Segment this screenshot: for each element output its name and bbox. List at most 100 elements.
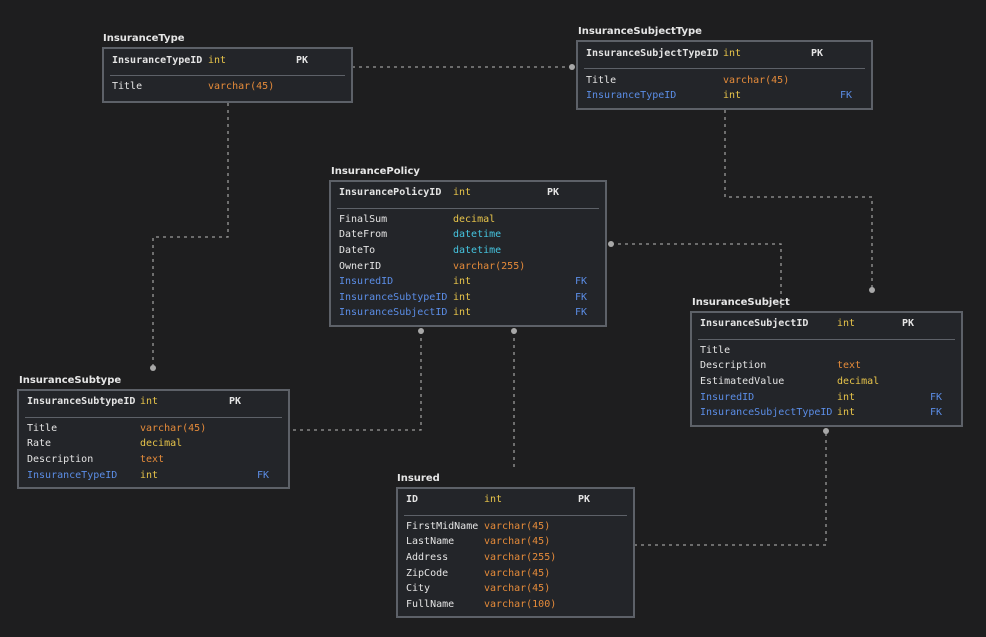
- column-type: datetime: [453, 229, 502, 240]
- table-insurance-policy[interactable]: InsurancePolicyID int PK FinalSum decima…: [329, 180, 607, 327]
- link-insured-insurancesubject: [634, 431, 827, 546]
- column-name: ZipCode: [406, 568, 449, 579]
- pk-badge: PK: [547, 187, 560, 198]
- column-name: Address: [406, 552, 449, 563]
- column-name: LastName: [406, 536, 455, 547]
- column-name: InsuranceSubjectID: [700, 318, 809, 329]
- column-name: InsuranceSubjectID: [339, 307, 448, 318]
- column-name: InsuranceTypeID: [112, 55, 203, 66]
- column-name: Description: [27, 454, 94, 465]
- link-insurancesubjecttype-insurancesubject: [724, 110, 873, 290]
- divider: [337, 208, 599, 209]
- divider: [698, 339, 955, 340]
- column-name: City: [406, 583, 431, 594]
- column-type: int: [837, 407, 856, 418]
- column-type: int: [140, 396, 159, 407]
- link-insurancepolicy-insurancesubject: [611, 243, 782, 311]
- table-title-insurance-subtype: InsuranceSubtype: [19, 375, 122, 386]
- column-name: InsuranceTypeID: [586, 90, 677, 101]
- column-type: decimal: [453, 214, 496, 225]
- pk-badge: PK: [229, 396, 242, 407]
- table-title-insured: Insured: [397, 473, 440, 484]
- column-name: FullName: [406, 599, 455, 610]
- column-type: varchar(45): [723, 75, 790, 86]
- fk-badge: FK: [575, 307, 588, 318]
- column-name: DateFrom: [339, 229, 388, 240]
- table-title-insurance-subject: InsuranceSubject: [692, 297, 790, 308]
- fk-badge: FK: [575, 292, 588, 303]
- column-name: Title: [27, 423, 58, 434]
- table-insurance-subject-type[interactable]: InsuranceSubjectTypeID int PK Title varc…: [576, 40, 873, 110]
- fk-badge: FK: [930, 392, 943, 403]
- column-name: FinalSum: [339, 214, 388, 225]
- fk-badge: FK: [840, 90, 853, 101]
- column-name: InsuranceSubjectTypeID: [586, 48, 719, 59]
- table-title-insurance-subject-type: InsuranceSubjectType: [578, 26, 702, 37]
- column-name: OwnerID: [339, 261, 382, 272]
- column-type: int: [140, 470, 159, 481]
- column-type: varchar(100): [484, 599, 557, 610]
- column-name: Title: [700, 345, 731, 356]
- pk-badge: PK: [902, 318, 915, 329]
- link-end-dot: [511, 328, 517, 334]
- column-name: ID: [406, 494, 419, 505]
- pk-badge: PK: [578, 494, 591, 505]
- column-type: int: [453, 276, 472, 287]
- column-name: InsuredID: [339, 276, 394, 287]
- column-type: int: [723, 48, 742, 59]
- fk-badge: FK: [257, 470, 270, 481]
- column-type: int: [453, 187, 472, 198]
- fk-badge: FK: [930, 407, 943, 418]
- column-type: varchar(255): [484, 552, 557, 563]
- column-type: int: [723, 90, 742, 101]
- column-name: InsuranceSubtypeID: [339, 292, 448, 303]
- column-name: InsuranceSubtypeID: [27, 396, 136, 407]
- table-insurance-type[interactable]: InsuranceTypeID int PK Title varchar(45): [102, 47, 353, 103]
- column-name: Title: [112, 81, 143, 92]
- pk-badge: PK: [296, 55, 309, 66]
- column-type: int: [453, 292, 472, 303]
- column-name: InsuranceSubjectTypeID: [700, 407, 833, 418]
- column-type: varchar(255): [453, 261, 526, 272]
- link-end-dot: [823, 428, 829, 434]
- column-type: int: [484, 494, 503, 505]
- column-type: varchar(45): [484, 521, 551, 532]
- column-type: decimal: [140, 438, 183, 449]
- column-name: FirstMidName: [406, 521, 479, 532]
- column-type: int: [453, 307, 472, 318]
- column-name: Description: [700, 360, 767, 371]
- link-insurancetype-insurancesubtype: [152, 103, 229, 368]
- table-insurance-subject[interactable]: InsuranceSubjectID int PK Title Descript…: [690, 311, 963, 427]
- divider: [25, 417, 282, 418]
- column-type: varchar(45): [484, 536, 551, 547]
- link-end-dot: [608, 241, 614, 247]
- column-name: Title: [586, 75, 617, 86]
- table-insured[interactable]: ID int PK FirstMidName varchar(45) LastN…: [396, 487, 635, 618]
- divider: [110, 75, 345, 76]
- column-name: InsuranceTypeID: [27, 470, 118, 481]
- column-type: datetime: [453, 245, 502, 256]
- table-title-insurance-policy: InsurancePolicy: [331, 166, 420, 177]
- link-end-dot: [150, 365, 156, 371]
- divider: [584, 68, 865, 69]
- column-type: varchar(45): [484, 583, 551, 594]
- column-type: int: [208, 55, 227, 66]
- column-type: varchar(45): [484, 568, 551, 579]
- column-type: text: [140, 454, 165, 465]
- table-title-insurance-type: InsuranceType: [103, 33, 185, 44]
- pk-badge: PK: [811, 48, 824, 59]
- column-type: decimal: [837, 376, 880, 387]
- column-name: EstimatedValue: [700, 376, 785, 387]
- column-name: Rate: [27, 438, 52, 449]
- column-type: int: [837, 392, 856, 403]
- link-end-dot: [569, 64, 575, 70]
- column-name: DateTo: [339, 245, 376, 256]
- table-insurance-subtype[interactable]: InsuranceSubtypeID int PK Title varchar(…: [17, 389, 290, 489]
- link-insurancepolicy-insurancesubtype: [290, 331, 422, 431]
- column-name: InsurancePolicyID: [339, 187, 442, 198]
- divider: [404, 515, 627, 516]
- column-type: varchar(45): [140, 423, 207, 434]
- link-end-dot: [418, 328, 424, 334]
- column-type: int: [837, 318, 856, 329]
